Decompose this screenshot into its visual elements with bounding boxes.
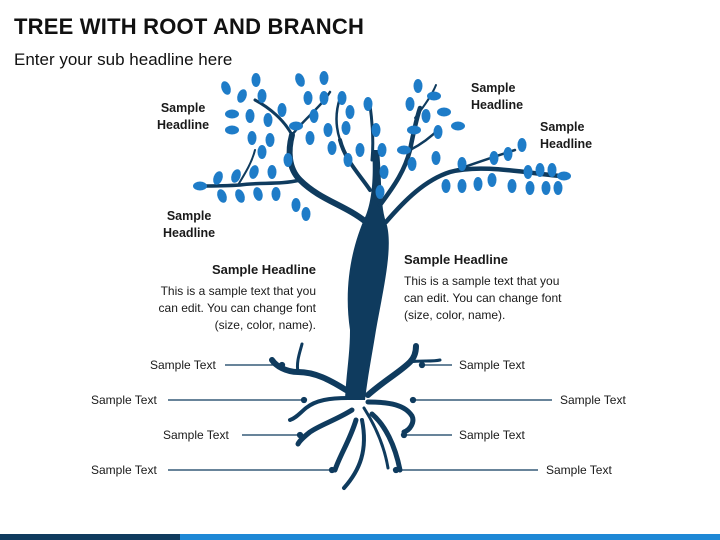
branch-label-upper-left: Sample Headline bbox=[157, 100, 209, 134]
tree-roots bbox=[269, 342, 442, 490]
root-label-left-1: Sample Text bbox=[150, 358, 216, 372]
branch-label-line: Sample bbox=[471, 81, 516, 95]
root-label-right-3: Sample Text bbox=[459, 428, 525, 442]
branch-label-line: Headline bbox=[157, 118, 210, 132]
footer-bar-light bbox=[180, 534, 720, 540]
tree-leaves bbox=[193, 71, 571, 221]
branch-label-line: Headline bbox=[471, 98, 524, 112]
right-block-body: This is a sample text that you can edit.… bbox=[404, 273, 561, 324]
left-block-line: (size, color, name). bbox=[214, 318, 316, 332]
right-block-line: This is a sample text that you bbox=[404, 274, 560, 288]
branch-label-line: Sample bbox=[540, 120, 585, 134]
root-label-right-1: Sample Text bbox=[459, 358, 525, 372]
root-connectors bbox=[168, 361, 552, 474]
page-title: TREE WITH ROOT AND BRANCH bbox=[14, 14, 365, 39]
left-block-line: This is a sample text that you bbox=[160, 284, 316, 298]
footer-bar-dark bbox=[0, 534, 180, 540]
branch-label-lower-left: Sample Headline bbox=[163, 208, 215, 242]
branch-label-line: Sample bbox=[166, 209, 212, 223]
branch-label-line: Headline bbox=[163, 226, 216, 240]
right-block-line: (size, color, name). bbox=[404, 308, 506, 322]
root-label-right-4: Sample Text bbox=[546, 463, 612, 477]
right-block-line: can edit. You can change font bbox=[404, 291, 562, 305]
branch-label-line: Headline bbox=[540, 137, 593, 151]
root-label-right-2: Sample Text bbox=[560, 393, 626, 407]
root-label-left-3: Sample Text bbox=[163, 428, 229, 442]
page-subtitle: Enter your sub headline here bbox=[14, 50, 233, 69]
left-block-title: Sample Headline bbox=[211, 262, 316, 277]
footer-bar bbox=[0, 534, 720, 540]
branch-label-line: Sample bbox=[160, 101, 206, 115]
tree-trunk bbox=[345, 150, 389, 400]
root-label-left-2: Sample Text bbox=[91, 393, 157, 407]
left-block-line: can edit. You can change font bbox=[158, 301, 316, 315]
branch-label-right: Sample Headline bbox=[540, 119, 592, 153]
root-label-left-4: Sample Text bbox=[91, 463, 157, 477]
left-block-body: This is a sample text that you can edit.… bbox=[159, 283, 316, 334]
right-block-title: Sample Headline bbox=[404, 252, 509, 267]
branch-label-top-right: Sample Headline bbox=[471, 80, 523, 114]
